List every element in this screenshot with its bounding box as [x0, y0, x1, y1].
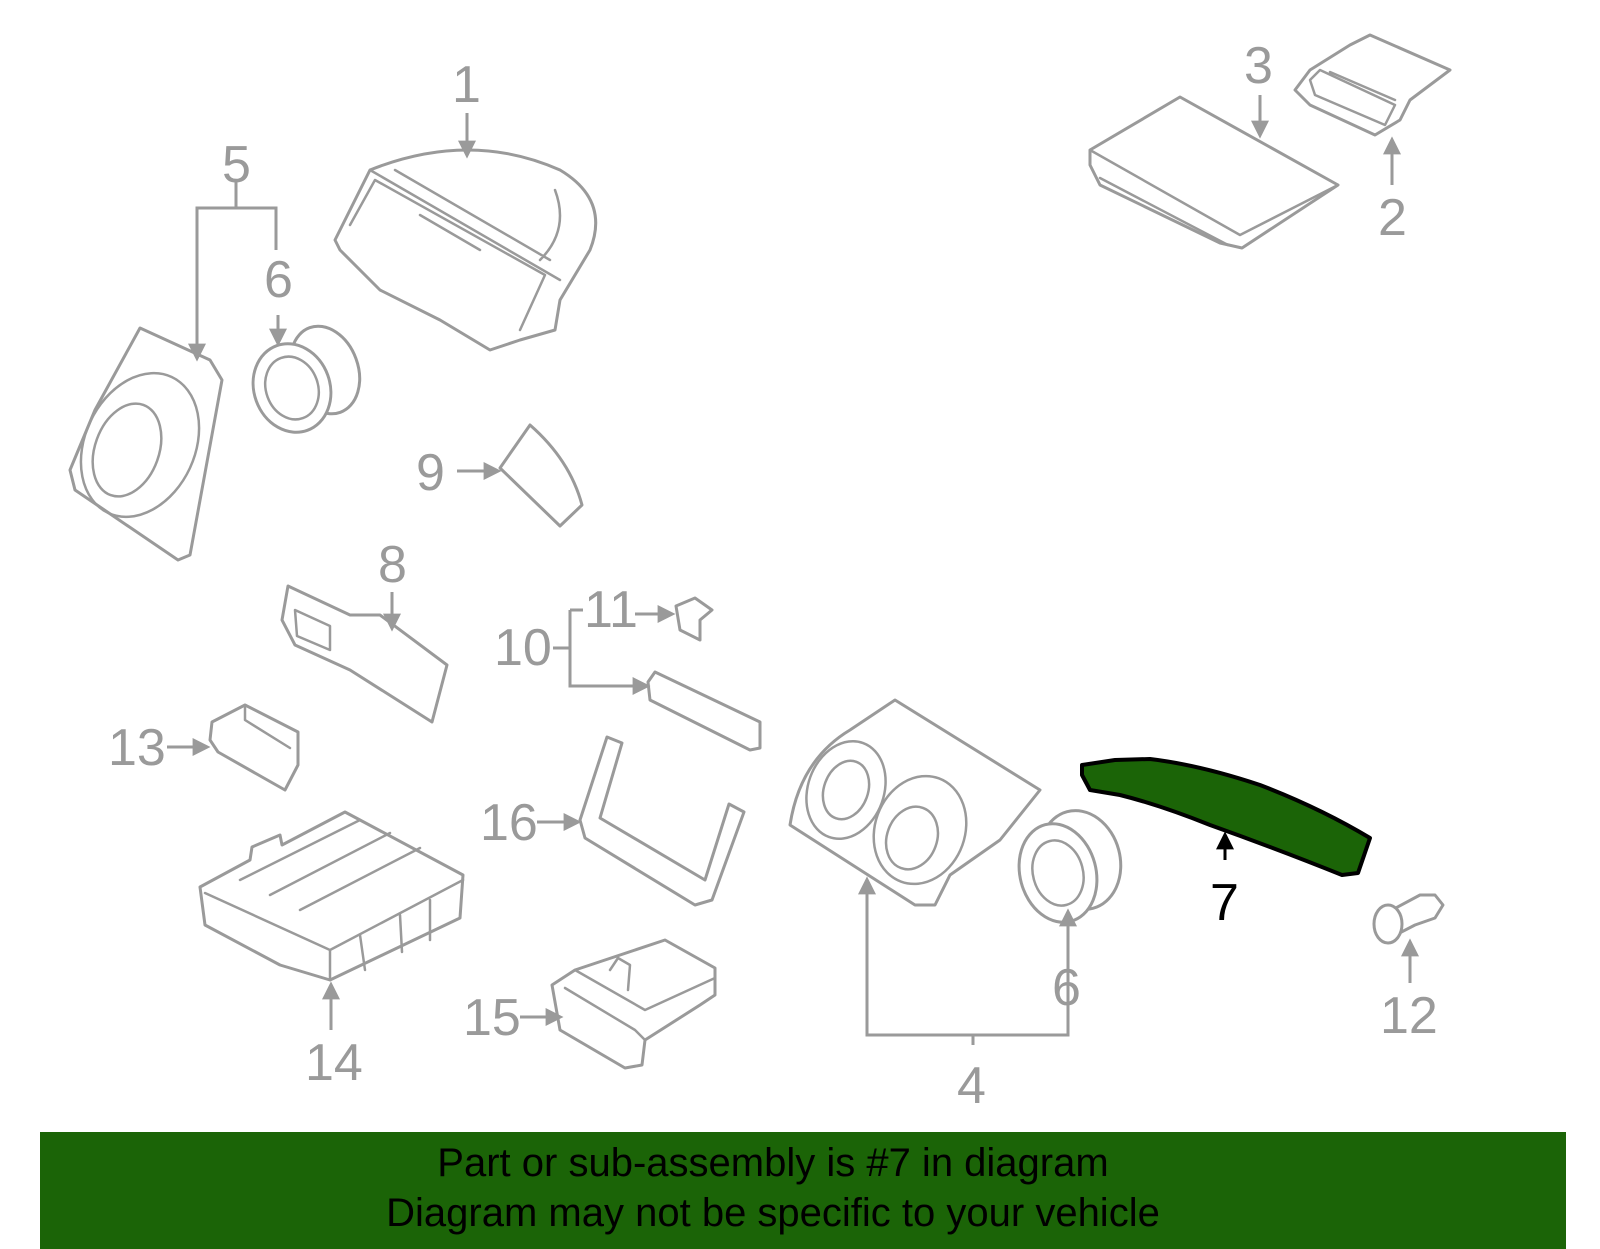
callout-2: 2	[1378, 189, 1407, 247]
callout-10: 10	[494, 619, 552, 677]
part-7-trim-strip-highlighted	[1080, 757, 1372, 877]
part-9-trim-piece	[498, 423, 584, 528]
callout-13: 13	[108, 719, 166, 777]
callout-11: 11	[584, 581, 638, 639]
part-16-u-trim	[578, 735, 746, 907]
part-11-clip	[674, 596, 714, 642]
callout-4: 4	[957, 1057, 986, 1115]
callout-15: 15	[463, 989, 521, 1047]
callout-3: 3	[1244, 37, 1273, 95]
callout-9: 9	[416, 444, 445, 502]
callout-6-upper: 6	[264, 251, 293, 309]
part-1-instrument-hood	[333, 148, 598, 352]
part-14-storage-box	[198, 810, 465, 982]
leader-lines	[167, 95, 1419, 1045]
banner-line-2: Diagram may not be specific to your vehi…	[386, 1191, 1160, 1235]
leader-10-bracket	[568, 610, 640, 688]
part-8-trim-plate	[280, 584, 449, 724]
callout-16: 16	[480, 794, 538, 852]
part-4-center-bezel	[788, 698, 1042, 907]
callout-12: 12	[1380, 987, 1438, 1045]
banner-line-1: Part or sub-assembly is #7 in diagram	[437, 1141, 1109, 1185]
info-banner: Part or sub-assembly is #7 in diagram Di…	[40, 1132, 1566, 1249]
part-12-bulb	[1372, 893, 1445, 945]
callout-1: 1	[452, 56, 481, 114]
callout-6-lower: 6	[1052, 959, 1081, 1017]
part-6-air-vent-upper	[251, 324, 362, 434]
part-6-air-vent-lower	[1017, 809, 1123, 924]
part-3-cover-panel	[1088, 95, 1340, 250]
part-13-switch	[208, 703, 300, 792]
callout-labels: 1 2 3 4 5 6 6 7 8 9 10 11 12 13 14 15 16	[108, 37, 1438, 1115]
callout-5: 5	[222, 136, 251, 194]
part-10-trim-strip	[646, 670, 762, 752]
leader-4-bracket	[865, 883, 1070, 1037]
callout-7: 7	[1210, 874, 1239, 932]
part-2-bracket	[1293, 33, 1452, 137]
callout-8: 8	[378, 536, 407, 594]
part-15-pocket	[550, 938, 717, 1070]
part-5-speaker-panel	[68, 326, 224, 562]
callout-14: 14	[305, 1034, 363, 1092]
